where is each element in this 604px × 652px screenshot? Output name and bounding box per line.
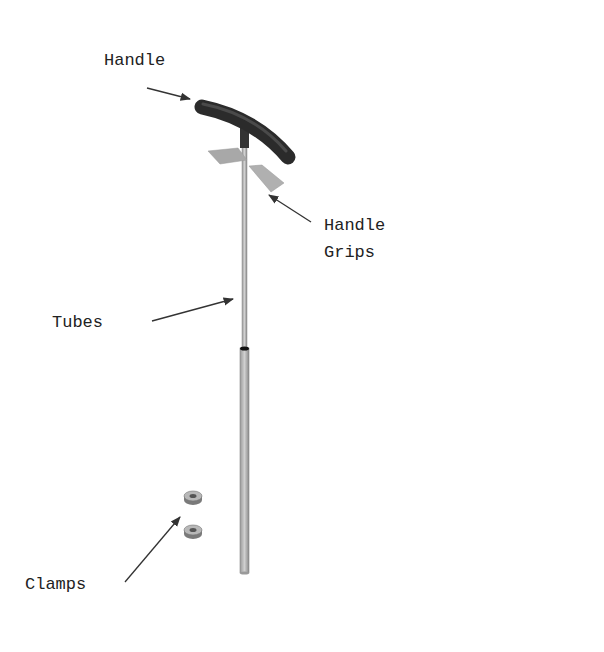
upper-tube [242,145,247,350]
part-label: Clamps [25,571,86,598]
part-label: Handle Grips [324,212,404,266]
handle-grip [249,165,284,192]
lower-tube [240,348,249,573]
handle-grip [208,148,247,164]
handle-bar [202,107,288,157]
leader-arrow [125,517,180,582]
part-label: Handle [104,47,165,74]
clamp [184,491,202,505]
leader-arrow [152,299,233,321]
leader-arrow [269,195,311,222]
clamp [184,525,202,539]
tube-end [240,572,249,575]
leader-arrow [147,88,190,99]
tube-joint [240,347,249,351]
part-label: Tubes [52,309,103,336]
handle-highlight [203,104,286,151]
